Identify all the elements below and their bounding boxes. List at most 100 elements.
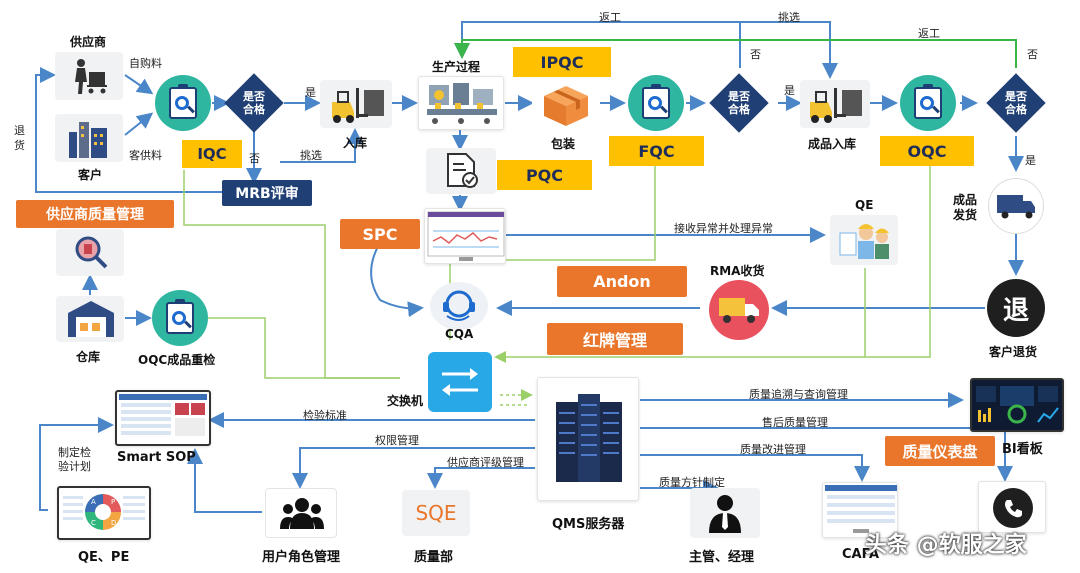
qms-server bbox=[537, 377, 639, 501]
warehouse-icon bbox=[68, 301, 114, 337]
donut-letter-a: A bbox=[91, 498, 96, 506]
production-line-icon bbox=[427, 83, 497, 124]
magnifier-icon bbox=[75, 236, 108, 269]
edge-label-pick-1: 挑选 bbox=[300, 149, 322, 162]
clipboard-magnifier-icon bbox=[169, 84, 197, 119]
manager-label: 主管、经理 bbox=[689, 550, 755, 565]
network-switch-icon bbox=[442, 368, 478, 396]
oqc-tag: OQC bbox=[880, 136, 974, 166]
qe-pe-label: QE、PE bbox=[78, 550, 130, 565]
red-card-tag: 红牌管理 bbox=[547, 323, 683, 355]
mrb-review-tag: MRB评审 bbox=[222, 180, 312, 206]
warehouse-icon-box bbox=[56, 296, 124, 342]
supplier-qm-icon-box bbox=[56, 229, 124, 276]
switch-label: 交换机 bbox=[387, 394, 424, 408]
edge-label-make-plan: 制定检 验计划 bbox=[58, 446, 91, 473]
dashboard-icon bbox=[976, 386, 1059, 424]
spc-screen bbox=[424, 208, 506, 264]
donut-letter-d: D bbox=[111, 519, 116, 527]
edge-label-customer-supplied: 客供料 bbox=[129, 149, 162, 162]
fqc-tag: FQC bbox=[609, 136, 704, 166]
clipboard-magnifier-icon bbox=[166, 299, 194, 334]
ship-label: 成品 发货 bbox=[953, 193, 978, 222]
edge-label-yes-1: 是 bbox=[305, 86, 316, 99]
user-role-label: 用户角色管理 bbox=[262, 550, 341, 565]
quality-dashboard-tag: 质量仪表盘 bbox=[885, 436, 995, 466]
ship-circle bbox=[988, 178, 1044, 234]
edge-label-self-purchase: 自购料 bbox=[129, 57, 162, 70]
oqc-recheck-label: OQC成品重检 bbox=[138, 353, 216, 367]
edge-label-pick-2: 挑选 bbox=[778, 11, 800, 24]
clipboard-magnifier-icon bbox=[914, 84, 942, 119]
document-check-icon bbox=[447, 153, 478, 188]
monitor-chart-icon bbox=[427, 211, 505, 261]
cqa-icon-box bbox=[430, 282, 488, 330]
phone-icon bbox=[993, 488, 1033, 528]
pqc-doc-icon-box bbox=[426, 148, 496, 194]
edge-label-supplier-eval: 供应商评级管理 bbox=[447, 456, 524, 469]
spc-tag: SPC bbox=[340, 219, 420, 249]
quality-dept-label: 质量部 bbox=[414, 550, 454, 565]
finished-in-label: 成品入库 bbox=[808, 137, 857, 151]
edge-label-return-goods: 退 货 bbox=[14, 124, 25, 152]
box-icon bbox=[544, 86, 588, 126]
decision-qualified-1: 是否 合格 bbox=[224, 73, 284, 133]
pdca-cycle-icon: A P D C bbox=[63, 494, 145, 530]
customer-return-label: 客户退货 bbox=[989, 345, 1038, 359]
edge-label-no-2: 否 bbox=[750, 48, 761, 61]
edge-label-inspection-std: 检验标准 bbox=[303, 409, 347, 422]
bi-board-screen bbox=[970, 378, 1064, 432]
supplier-qm-tag: 供应商质量管理 bbox=[16, 200, 174, 228]
donut-letter-c: C bbox=[91, 519, 96, 527]
sqe-text: SQE bbox=[415, 501, 457, 525]
server-rack-icon bbox=[556, 394, 622, 482]
andon-tag: Andon bbox=[557, 266, 687, 297]
truck-icon bbox=[997, 195, 1035, 219]
customer-icon-box bbox=[55, 114, 123, 162]
production-label: 生产过程 bbox=[432, 60, 481, 74]
qe-pe-screen: A P D C bbox=[57, 486, 151, 540]
edge-label-no-1: 否 bbox=[249, 152, 260, 165]
edge-label-receive-abnormal: 接收异常并处理异常 bbox=[674, 222, 773, 235]
bi-label: BI看板 bbox=[1002, 442, 1043, 457]
cafa-label: CAFA bbox=[842, 547, 880, 562]
iqc-tag: IQC bbox=[182, 140, 242, 168]
finished-in-icon-box bbox=[800, 80, 870, 128]
edge-label-no-3: 否 bbox=[1027, 48, 1038, 61]
warehouse-label: 仓库 bbox=[76, 350, 101, 364]
edge-label-after-sales: 售后质量管理 bbox=[762, 416, 828, 429]
edge-label-quality-trace: 质量追溯与查询管理 bbox=[749, 388, 848, 401]
decision-qualified-2: 是否 合格 bbox=[709, 73, 769, 133]
smart-sop-screen bbox=[115, 390, 211, 446]
engineers-icon bbox=[839, 224, 889, 259]
table-screen-icon bbox=[825, 485, 897, 533]
headset-icon bbox=[443, 290, 475, 321]
donut-letter-p: P bbox=[111, 498, 115, 506]
watermark: 头条 @软服之家 bbox=[865, 533, 1027, 558]
rma-label: RMA收货 bbox=[710, 264, 765, 278]
supplier-icon-box bbox=[55, 52, 123, 100]
supplier-label: 供应商 bbox=[70, 35, 107, 49]
manager-icon bbox=[709, 495, 741, 533]
rma-circle bbox=[709, 280, 769, 340]
manager-icon-box bbox=[690, 488, 760, 538]
qe-icon-box bbox=[830, 215, 898, 265]
oqc-inspection-circle bbox=[900, 75, 956, 131]
clipboard-magnifier-icon bbox=[642, 84, 670, 119]
edge-label-perm-mgmt: 权限管理 bbox=[375, 434, 419, 447]
edge-label-yes-2: 是 bbox=[784, 84, 795, 97]
smart-sop-label: Smart SOP bbox=[117, 450, 196, 465]
users-group-icon bbox=[280, 498, 324, 529]
fqc-inspection-circle bbox=[628, 75, 684, 131]
packing-icon-box bbox=[532, 80, 600, 130]
after-sales-screen bbox=[978, 481, 1046, 533]
pqc-tag: PQC bbox=[497, 160, 592, 190]
truck-icon bbox=[719, 298, 759, 323]
edge-label-quality-policy: 质量方针制定 bbox=[659, 476, 725, 489]
production-card bbox=[418, 76, 504, 130]
sqe-icon-box: SQE bbox=[402, 490, 470, 536]
edge-label-rework-2: 返工 bbox=[918, 27, 940, 40]
warehouse-in-icon-box bbox=[320, 80, 392, 128]
table-screen-icon bbox=[119, 394, 207, 436]
